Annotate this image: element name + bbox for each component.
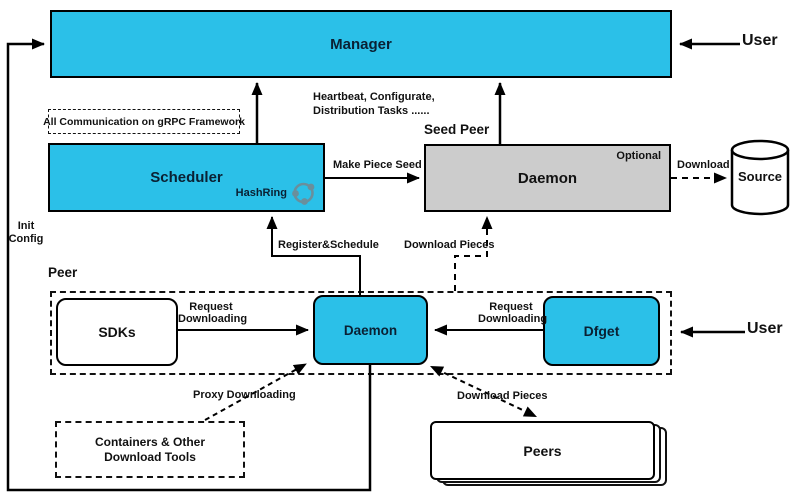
peers-label: Peers: [523, 442, 562, 459]
dfget-label: Dfget: [583, 323, 620, 339]
source-database-icon: [730, 139, 790, 216]
peers-node: Peers: [430, 421, 655, 480]
download-pieces-upper-label: Download Pieces: [404, 239, 495, 251]
hashring-icon: [292, 182, 315, 205]
make-piece-seed-label: Make Piece Seed: [333, 159, 422, 171]
arrow-init-config: [6, 38, 372, 492]
peer-daemon-label: Daemon: [343, 322, 398, 338]
arrow-register-schedule: [266, 216, 361, 295]
manager-label: Manager: [330, 35, 392, 53]
sdks-node: SDKs: [56, 298, 178, 366]
seed-daemon-node: Daemon Optional: [424, 144, 671, 212]
seed-peer-group-label: Seed Peer: [424, 122, 490, 137]
proxy-downloading-label: Proxy Downloading: [193, 389, 296, 401]
sdks-label: SDKs: [98, 324, 136, 340]
dfget-node: Dfget: [543, 296, 660, 366]
arrow-proxy-downloading: [204, 363, 307, 421]
containers-label: Containers & Other Download Tools: [94, 434, 205, 464]
scheduler-node: Scheduler HashRing: [48, 143, 325, 212]
manager-node: Manager: [50, 10, 672, 78]
user-bottom-label: User: [747, 320, 783, 337]
scheduler-label: Scheduler: [150, 169, 223, 186]
download-label: Download: [677, 159, 730, 171]
user-top-label: User: [742, 32, 778, 49]
seed-daemon-label: Daemon: [517, 169, 578, 187]
arrow-download-pieces-lower: [430, 366, 537, 417]
hashring-badge: HashRing: [236, 179, 317, 206]
download-pieces-lower-label: Download Pieces: [457, 390, 548, 402]
source-label: Source: [737, 169, 783, 184]
optional-label: Optional: [616, 150, 661, 162]
peer-group-label: Peer: [48, 265, 78, 280]
grpc-note-box: All Communication on gRPC Framework: [43, 109, 245, 134]
arrow-download-pieces-upper: [454, 216, 493, 291]
register-schedule-label: Register&Schedule: [278, 239, 379, 251]
peer-daemon-node: Daemon: [313, 295, 428, 365]
hashring-label: HashRing: [235, 186, 287, 199]
containers-node: Containers & Other Download Tools: [55, 421, 245, 478]
heartbeat-label: Heartbeat, Configurate,Distribution Task…: [313, 91, 435, 117]
grpc-note-label: All Communication on gRPC Framework: [43, 115, 245, 128]
